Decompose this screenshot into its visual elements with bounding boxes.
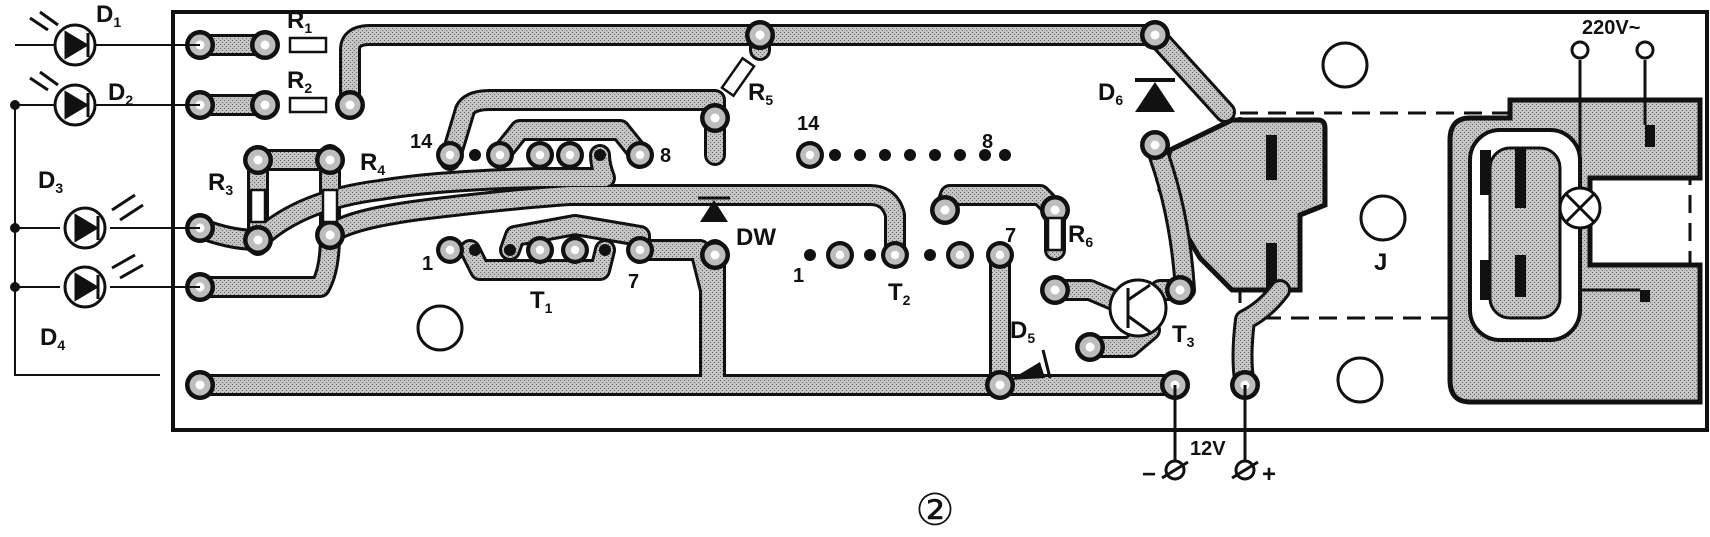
led-d3 xyxy=(63,193,144,250)
figure-number: ② xyxy=(915,486,954,535)
label-d1: D1 xyxy=(96,1,121,30)
resistors xyxy=(249,36,1064,252)
label-dw: DW xyxy=(736,224,776,251)
label-r2: R2 xyxy=(287,67,312,96)
label-minus: − xyxy=(1142,461,1156,488)
solder-pad xyxy=(315,145,345,175)
ic-pin xyxy=(829,149,841,161)
solder-pad xyxy=(700,103,730,133)
label-r5: R5 xyxy=(748,79,773,108)
ic-pin xyxy=(854,149,866,161)
solder-pad xyxy=(1075,332,1105,362)
label-t1: T1 xyxy=(530,287,553,316)
label-t2: T2 xyxy=(888,279,911,308)
label-ic1-pin7: 7 xyxy=(628,271,639,293)
label-r3: R3 xyxy=(208,169,233,198)
solder-pad xyxy=(243,145,273,175)
solder-pad xyxy=(1165,275,1195,305)
ic-pin xyxy=(504,244,516,256)
led-d1 xyxy=(29,10,97,67)
solder-pad xyxy=(250,90,280,120)
solder-pad xyxy=(626,236,654,264)
ic-pin xyxy=(904,149,916,161)
solder-pads xyxy=(185,20,1260,400)
ic-pin xyxy=(999,149,1011,161)
label-ic2-pin8: 8 xyxy=(982,131,993,153)
lamp xyxy=(1558,40,1655,292)
supply-terminals xyxy=(1161,385,1259,481)
solder-pad xyxy=(626,141,654,169)
solder-pad xyxy=(243,225,273,255)
label-d5: D5 xyxy=(1010,317,1035,346)
label-ic2-pin7: 7 xyxy=(1005,225,1016,247)
ic-pin xyxy=(594,149,606,161)
label-r6: R6 xyxy=(1068,221,1093,250)
solder-pad xyxy=(1140,130,1170,160)
solder-pad xyxy=(526,236,554,264)
solder-pad xyxy=(561,236,589,264)
label-relay: J xyxy=(1374,249,1387,276)
label-ic2-pin14: 14 xyxy=(797,113,820,135)
relay-contacts xyxy=(1266,125,1655,302)
solder-pad xyxy=(185,370,215,400)
solder-pad xyxy=(436,141,464,169)
solder-pad xyxy=(745,20,775,50)
label-d3: D3 xyxy=(38,167,63,196)
label-d4: D4 xyxy=(40,324,65,353)
ic-pin-rows xyxy=(436,141,1014,269)
label-r4: R4 xyxy=(360,149,385,178)
solder-pad xyxy=(250,30,280,60)
ic-pin xyxy=(879,149,891,161)
led-wiring xyxy=(10,44,200,376)
label-r1: R1 xyxy=(287,7,312,36)
solder-pad xyxy=(796,141,824,169)
solder-pad xyxy=(946,241,974,269)
ic-pin xyxy=(804,249,816,261)
ic-pin xyxy=(469,149,481,161)
solder-pad xyxy=(985,370,1015,400)
label-ic1-pin8: 8 xyxy=(660,145,671,167)
solder-pad xyxy=(436,236,464,264)
diode-d5 xyxy=(1010,349,1052,380)
solder-pad xyxy=(700,240,730,270)
solder-pad xyxy=(1040,275,1070,305)
solder-pad xyxy=(556,141,584,169)
solder-pad xyxy=(930,195,960,225)
solder-pad xyxy=(881,241,909,269)
led-d2 xyxy=(29,70,97,127)
ic-pin xyxy=(924,249,936,261)
component-labels: D1 D2 D3 D4 R1 R2 R3 R4 R5 R6 T1 T2 T3 D… xyxy=(38,1,1640,535)
solder-pad xyxy=(986,241,1014,269)
label-t3: T3 xyxy=(1172,321,1195,350)
solder-pad xyxy=(1140,20,1170,50)
solder-pad xyxy=(486,141,514,169)
label-ic2-pin1: 1 xyxy=(793,265,804,287)
label-d6: D6 xyxy=(1098,79,1123,108)
ic-pin xyxy=(599,244,611,256)
ic-pin xyxy=(979,149,991,161)
diode-d6 xyxy=(1135,78,1175,112)
label-ic1-pin1: 1 xyxy=(422,253,433,275)
solder-pad xyxy=(526,141,554,169)
label-d2: D2 xyxy=(108,79,133,108)
transistor-t3 xyxy=(1108,278,1168,338)
solder-pad xyxy=(826,241,854,269)
solder-pad xyxy=(335,90,365,120)
mounting-holes xyxy=(416,41,1407,404)
label-mains: 220V~ xyxy=(1582,17,1640,39)
ic-pin xyxy=(954,149,966,161)
ic-pin xyxy=(469,244,481,256)
label-plus: + xyxy=(1262,461,1276,488)
copper-areas xyxy=(1157,97,1703,405)
led-d4 xyxy=(63,253,144,309)
solder-pad xyxy=(315,220,345,250)
zener-dw xyxy=(698,196,730,222)
label-supply: 12V xyxy=(1190,438,1226,460)
ic-pin xyxy=(929,149,941,161)
ic-pin xyxy=(864,249,876,261)
label-ic1-pin14: 14 xyxy=(410,131,433,153)
